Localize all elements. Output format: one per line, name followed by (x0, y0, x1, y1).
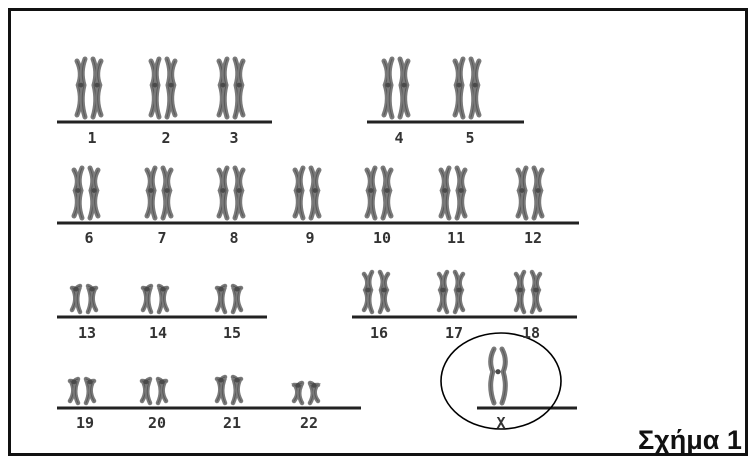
chromosome-label-7: 7 (157, 229, 166, 247)
chromosome-label-16: 16 (370, 324, 388, 342)
chromosome-label-19: 19 (76, 414, 94, 432)
chromosome-pair-10 (367, 168, 391, 218)
chromosome-label-3: 3 (229, 129, 238, 147)
chromosome-label-21: 21 (223, 414, 241, 432)
chromosome-label-9: 9 (305, 229, 314, 247)
chromosome-label-14: 14 (149, 324, 167, 342)
chromosome-pair-1 (77, 59, 101, 117)
chromosome-label-X: X (496, 414, 505, 432)
chromosome-pair-6 (74, 168, 98, 218)
chromosome-label-4: 4 (394, 129, 403, 147)
chromosome-pair-18 (516, 272, 540, 312)
chromosome-label-11: 11 (447, 229, 465, 247)
chromosome-label-1: 1 (87, 129, 96, 147)
chromosome-pair-22 (294, 383, 318, 403)
chromosome-pair-21 (217, 377, 241, 403)
chromosome-x (491, 349, 506, 403)
chromosome-pair-5 (455, 59, 479, 117)
chromosome-pair-11 (441, 168, 465, 218)
chromosome-pair-7 (147, 168, 171, 218)
chromosome-label-20: 20 (148, 414, 166, 432)
chromosome-pair-8 (219, 168, 243, 218)
chromosome-pair-20 (142, 379, 166, 403)
chromosome-pair-13 (72, 286, 96, 312)
chromosome-pair-9 (295, 168, 319, 218)
chromosome-pair-2 (151, 59, 175, 117)
chromosome-label-12: 12 (524, 229, 542, 247)
chromosome-label-22: 22 (300, 414, 318, 432)
chromosome-label-5: 5 (465, 129, 474, 147)
chromosome-label-6: 6 (84, 229, 93, 247)
chromosome-label-10: 10 (373, 229, 391, 247)
chromosome-label-15: 15 (223, 324, 241, 342)
chromosome-label-2: 2 (161, 129, 170, 147)
chromosome-label-13: 13 (78, 324, 96, 342)
figure-caption: Σχήμα 1 (638, 425, 742, 456)
chromosome-label-8: 8 (229, 229, 238, 247)
chromosome-pair-3 (219, 59, 243, 117)
chromosome-label-18: 18 (522, 324, 540, 342)
chromosome-pair-15 (217, 286, 241, 312)
chromosome-pair-17 (439, 272, 463, 312)
chromosome-label-17: 17 (445, 324, 463, 342)
chromosome-pair-12 (518, 168, 542, 218)
chromosome-pair-16 (364, 272, 388, 312)
chromosome-pair-14 (143, 286, 167, 312)
chromosome-pair-19 (70, 379, 94, 403)
chromosome-pair-4 (384, 59, 408, 117)
